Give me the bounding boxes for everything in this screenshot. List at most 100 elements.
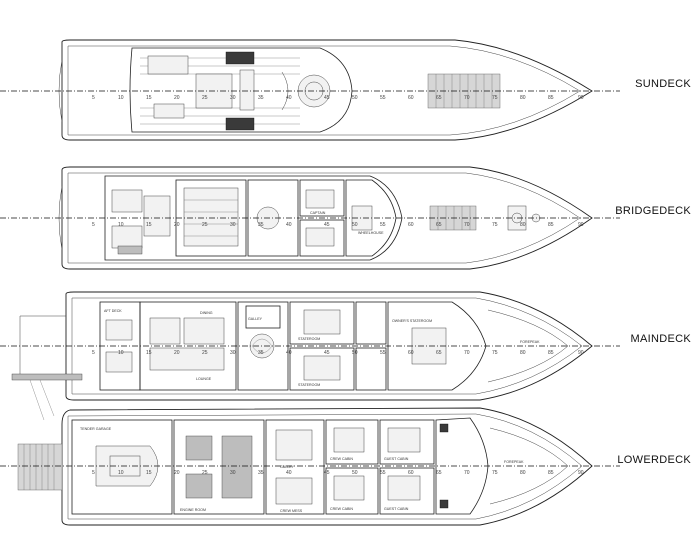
frame-number: 45	[324, 470, 330, 476]
room-label: CREW CABIN	[330, 507, 353, 511]
frame-number: 70	[464, 95, 470, 101]
frame-number: 60	[408, 470, 414, 476]
frame-number: 60	[408, 222, 414, 228]
frame-number: 55	[380, 470, 386, 476]
frame-number: 45	[324, 222, 330, 228]
frame-number: 65	[436, 470, 442, 476]
frame-number: 30	[230, 95, 236, 101]
bridgedeck-plan: WHEELHOUSE CAPTAIN 5 10 15 20 25 30 35 4…	[0, 166, 620, 270]
sundeck-plan: 5 10 15 20 25 30 35 40 45 50 55 60 65 70…	[0, 39, 620, 141]
tender-garage	[71, 419, 173, 515]
frame-number: 80	[520, 222, 526, 228]
frame-number: 5	[92, 350, 95, 356]
frame-number: 10	[118, 470, 124, 476]
room-label: WHEELHOUSE	[358, 231, 384, 235]
room-label: GALLEY	[280, 465, 295, 469]
room-label: GUEST CABIN	[384, 457, 409, 461]
frame-number: 40	[286, 222, 292, 228]
frame-number: 80	[520, 95, 526, 101]
frame-number: 75	[492, 222, 498, 228]
frame-number: 20	[174, 350, 180, 356]
room-label: TENDER GARAGE	[80, 427, 112, 431]
frame-number: 5	[92, 95, 95, 101]
frame-number: 75	[492, 95, 498, 101]
frame-number: 45	[324, 350, 330, 356]
sundeck-superstructure	[129, 47, 353, 133]
lowerdeck-frame-scale: 5 10 15 20 25 30 35 40 45 50 55 60 65 70…	[92, 470, 584, 476]
frame-number: 55	[380, 222, 386, 228]
frame-number: 5	[92, 470, 95, 476]
frame-number: 45	[324, 95, 330, 101]
frame-number: 40	[286, 470, 292, 476]
room-label: CAPTAIN	[310, 211, 326, 215]
frame-number: 85	[548, 470, 554, 476]
room-label: ENGINE ROOM	[180, 508, 206, 512]
frame-number: 5	[92, 222, 95, 228]
deck-title-sundeck: SUNDECK	[635, 78, 691, 90]
frame-number: 15	[146, 222, 152, 228]
frame-number: 75	[492, 470, 498, 476]
frame-number: 70	[464, 222, 470, 228]
sundeck-lounger	[153, 103, 185, 119]
frame-number: 50	[352, 222, 358, 228]
frame-number: 80	[520, 350, 526, 356]
passerelle	[11, 373, 83, 381]
sundeck-frame-scale: 5 10 15 20 25 30 35 40 45 50 55 60 65 70…	[92, 95, 584, 101]
room-label: FOREPEAK	[504, 460, 524, 464]
frame-number: 90	[578, 222, 584, 228]
frame-number: 15	[146, 95, 152, 101]
engine-room	[173, 419, 265, 515]
frame-number: 70	[464, 350, 470, 356]
swim-platform	[17, 443, 63, 491]
frame-number: 65	[436, 222, 442, 228]
frame-number: 40	[286, 95, 292, 101]
frame-number: 50	[352, 350, 358, 356]
room-label: CREW MESS	[280, 509, 303, 513]
frame-number: 35	[258, 470, 264, 476]
frame-number: 85	[548, 95, 554, 101]
frame-number: 70	[464, 470, 470, 476]
deck-title-lowerdeck: LOWERDECK	[617, 454, 691, 466]
frame-number: 20	[174, 470, 180, 476]
frame-number: 90	[578, 350, 584, 356]
frame-number: 85	[548, 350, 554, 356]
deck-title-maindeck: MAINDECK	[630, 333, 691, 345]
maindeck-plan: AFT DECK LOUNGE DINING GALLEY STATEROOM …	[0, 291, 620, 421]
frame-number: 75	[492, 350, 498, 356]
frame-number: 10	[118, 350, 124, 356]
room-label: OWNER'S STATEROOM	[392, 319, 432, 323]
room-label: CREW CABIN	[330, 457, 353, 461]
frame-number: 40	[286, 350, 292, 356]
frame-number: 15	[146, 350, 152, 356]
sundeck-bar	[225, 51, 255, 65]
frame-number: 25	[202, 350, 208, 356]
frame-number: 60	[408, 95, 414, 101]
room-label: FOREPEAK	[520, 340, 540, 344]
frame-number: 90	[578, 95, 584, 101]
bridgedeck-dining-table	[143, 195, 171, 237]
room-label: GALLEY	[248, 317, 263, 321]
sundeck-stairwell	[225, 117, 255, 131]
frame-number: 30	[230, 350, 236, 356]
frame-number: 55	[380, 350, 386, 356]
frame-number: 80	[520, 470, 526, 476]
sundeck-sofa	[147, 55, 189, 75]
frame-number: 10	[118, 222, 124, 228]
bridgedeck-frame-scale: 5 10 15 20 25 30 35 40 45 50 55 60 65 70…	[92, 222, 584, 228]
frame-number: 60	[408, 350, 414, 356]
room-label: LOUNGE	[196, 377, 212, 381]
frame-number: 15	[146, 470, 152, 476]
frame-number: 55	[380, 95, 386, 101]
frame-number: 20	[174, 222, 180, 228]
frame-number: 35	[258, 222, 264, 228]
frame-number: 20	[174, 95, 180, 101]
room-label: GUEST CABIN	[384, 507, 409, 511]
room-label: STATEROOM	[298, 383, 320, 387]
frame-number: 25	[202, 222, 208, 228]
room-label: DINING	[200, 311, 213, 315]
deck-title-bridgedeck: BRIDGEDECK	[615, 205, 691, 217]
frame-number: 90	[578, 470, 584, 476]
frame-number: 35	[258, 350, 264, 356]
frame-number: 85	[548, 222, 554, 228]
